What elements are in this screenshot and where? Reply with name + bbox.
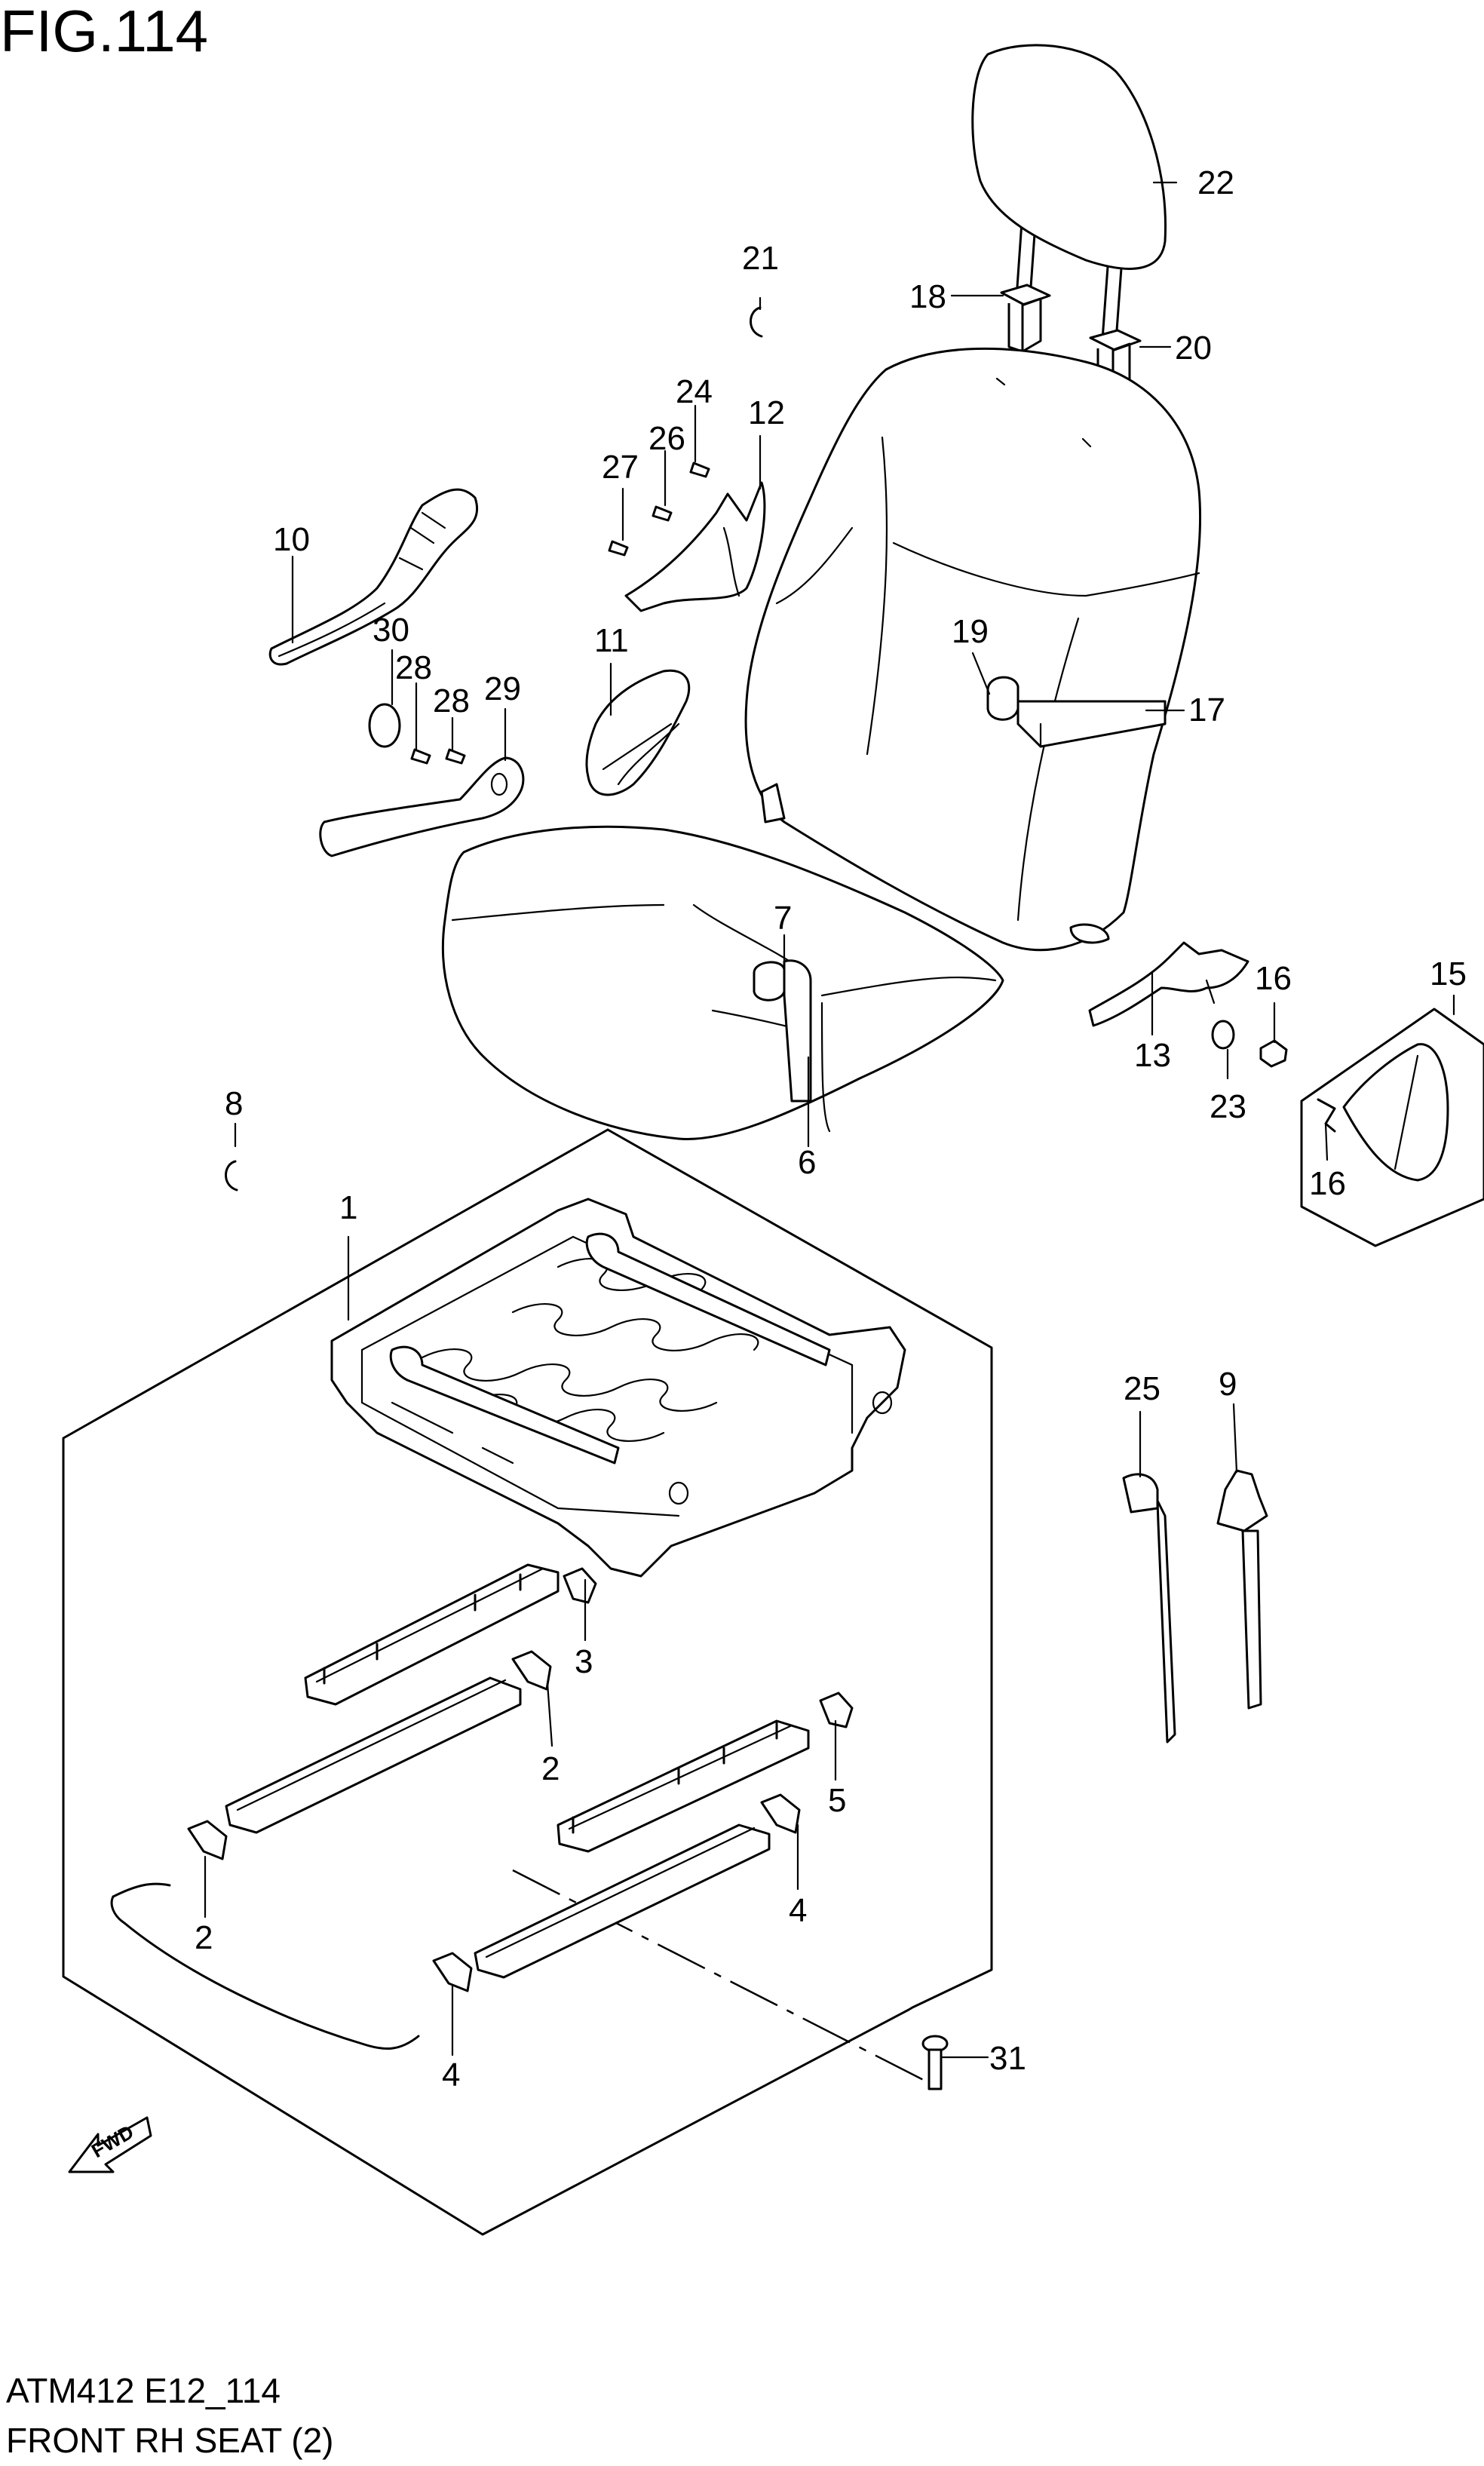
cover-bracket-part bbox=[624, 481, 766, 612]
frame-inset-box bbox=[62, 1128, 993, 2236]
screw-parts bbox=[410, 462, 710, 765]
bolt-31-part bbox=[921, 2035, 949, 2090]
callout-17: 17 bbox=[1188, 692, 1225, 728]
clip-8-part bbox=[225, 1160, 238, 1192]
callout-20: 20 bbox=[1175, 330, 1212, 367]
callout-23: 23 bbox=[1210, 1088, 1246, 1125]
callout-28b: 28 bbox=[433, 682, 470, 719]
seat-back-part bbox=[744, 347, 1202, 952]
callout-22: 22 bbox=[1197, 164, 1234, 201]
callout-4b: 4 bbox=[789, 1892, 807, 1929]
callout-4a: 4 bbox=[442, 2057, 460, 2093]
clip-21-part bbox=[750, 306, 763, 338]
callout-30: 30 bbox=[373, 612, 409, 649]
seat-rail-left-upper-part bbox=[304, 1563, 560, 1706]
callout-27: 27 bbox=[602, 449, 639, 486]
callout-16b: 16 bbox=[1309, 1165, 1346, 1202]
figure-code: ATM412 E12_114 bbox=[6, 2371, 281, 2410]
callout-13: 13 bbox=[1134, 1037, 1171, 1074]
rail-cover-parts bbox=[187, 1567, 854, 1992]
seat-frame-part bbox=[330, 1198, 906, 1578]
cable-tie-9-part bbox=[1216, 1469, 1268, 1710]
callout-5: 5 bbox=[828, 1782, 846, 1819]
stopper-bar-part bbox=[110, 1895, 420, 2050]
callout-19: 19 bbox=[952, 613, 989, 650]
side-bracket-part bbox=[1088, 941, 1249, 1027]
callout-31: 31 bbox=[989, 2040, 1026, 2077]
callout-15: 15 bbox=[1430, 955, 1467, 992]
callout-10: 10 bbox=[273, 521, 310, 558]
cable-tie-25-part bbox=[1122, 1473, 1176, 1744]
callout-25: 25 bbox=[1124, 1370, 1161, 1407]
callout-11: 11 bbox=[594, 622, 629, 659]
callout-7: 7 bbox=[774, 900, 792, 937]
seat-rail-right-lower-part bbox=[474, 1823, 771, 1979]
callout-labels: 22 18 20 21 24 12 26 27 10 19 17 30 28 2… bbox=[195, 164, 1467, 2093]
callout-3: 3 bbox=[575, 1643, 593, 1680]
callout-28a: 28 bbox=[395, 649, 432, 686]
nut-16-part bbox=[1259, 1039, 1288, 1068]
figure-title: FIG.114 bbox=[0, 0, 208, 64]
handle-lever-part bbox=[319, 756, 525, 857]
fwd-arrow-icon: FWD bbox=[68, 2116, 152, 2173]
callout-18: 18 bbox=[909, 278, 946, 315]
leader-lines bbox=[204, 181, 1455, 2059]
callout-29: 29 bbox=[484, 670, 521, 707]
callout-6: 6 bbox=[798, 1144, 816, 1181]
headrest-part bbox=[971, 44, 1167, 342]
callout-1: 1 bbox=[339, 1189, 357, 1226]
washer-part bbox=[368, 703, 401, 748]
callout-9: 9 bbox=[1219, 1366, 1237, 1403]
seat-rail-left-lower-part bbox=[225, 1676, 522, 1834]
seat-rail-right-upper-part bbox=[556, 1719, 810, 1853]
seat-cushion-part bbox=[442, 825, 1004, 1140]
headrest-guide-left-part bbox=[1000, 284, 1051, 353]
figure-name: FRONT RH SEAT (2) bbox=[6, 2421, 333, 2460]
callout-16a: 16 bbox=[1255, 960, 1292, 997]
callout-26: 26 bbox=[648, 420, 685, 457]
callout-21: 21 bbox=[742, 240, 779, 277]
recliner-lever-part bbox=[268, 488, 479, 666]
callout-12: 12 bbox=[748, 394, 785, 431]
recliner-cover-part bbox=[585, 669, 691, 796]
callout-2a: 2 bbox=[195, 1919, 213, 1956]
callout-24: 24 bbox=[676, 373, 713, 410]
washer-23-part bbox=[1211, 1020, 1235, 1050]
inset-detail-15 bbox=[1300, 1008, 1484, 1247]
callout-8: 8 bbox=[225, 1085, 243, 1122]
callout-2b: 2 bbox=[541, 1750, 560, 1787]
